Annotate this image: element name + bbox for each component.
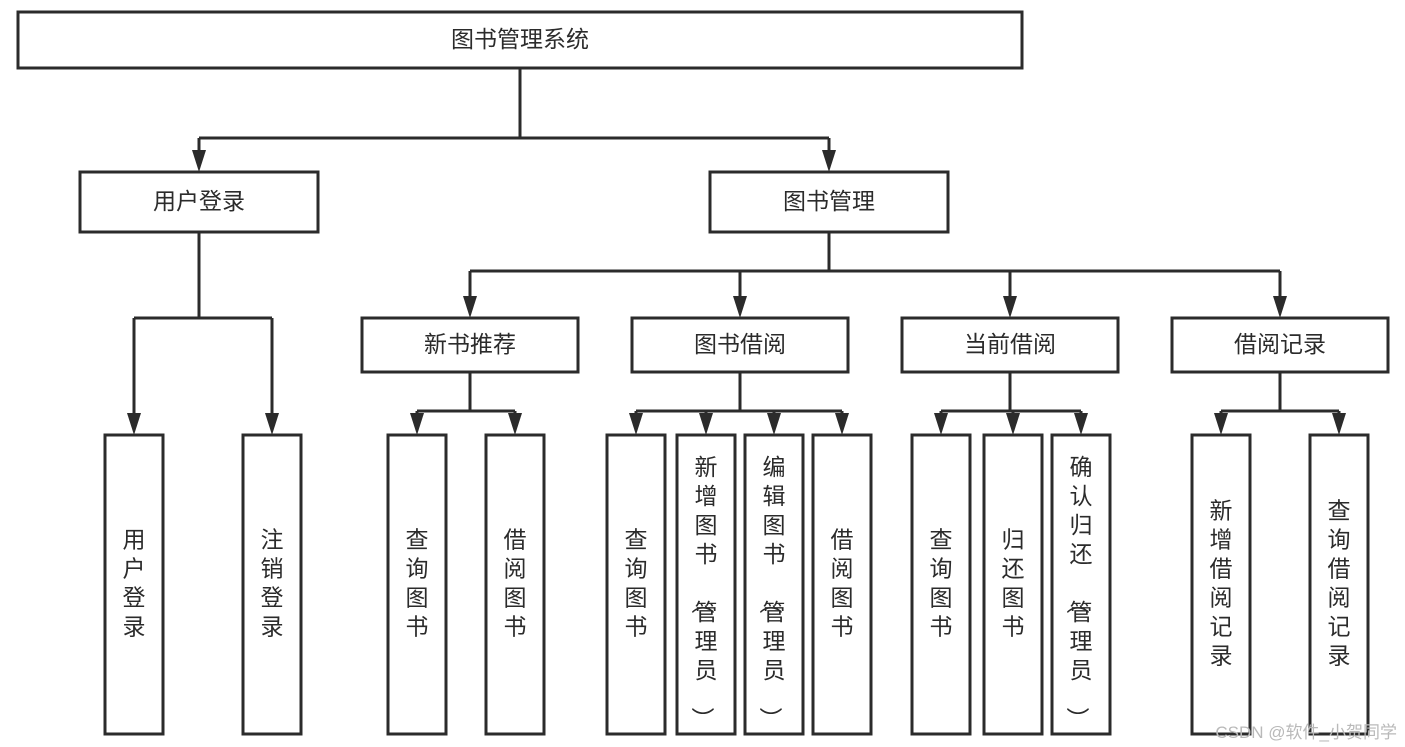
- node-label: 图书管理系统: [451, 26, 589, 52]
- node-book-manage[interactable]: 图书管理: [708, 170, 950, 234]
- node-leaf-user-login[interactable]: 用户登录: [103, 433, 165, 736]
- node-leaf-query-book-cur[interactable]: 查询图书: [910, 433, 972, 736]
- node-new-book-rec[interactable]: 新书推荐: [360, 316, 580, 374]
- node-leaf-add-record[interactable]: 新增借阅记录: [1190, 433, 1252, 736]
- node-label: 查询图书: [406, 527, 429, 640]
- connectors-layer: [127, 68, 1346, 435]
- node-label: 确认归还（管理员）: [1065, 454, 1093, 730]
- node-label: 借阅图书: [504, 527, 527, 640]
- node-label: 图书管理: [783, 188, 875, 214]
- node-leaf-query-book-rec[interactable]: 查询图书: [386, 433, 448, 736]
- node-leaf-query-book-borrow[interactable]: 查询图书: [605, 433, 667, 736]
- csdn-watermark: CSDN @软件_小贺同学: [1215, 723, 1397, 742]
- node-label: 用户登录: [123, 527, 146, 640]
- node-leaf-query-record[interactable]: 查询借阅记录: [1308, 433, 1370, 736]
- node-label: 当前借阅: [964, 331, 1056, 357]
- node-current-borrow[interactable]: 当前借阅: [900, 316, 1120, 374]
- node-root[interactable]: 图书管理系统: [16, 10, 1024, 70]
- node-book-borrow[interactable]: 图书借阅: [630, 316, 850, 374]
- node-label: 新增借阅记录: [1210, 498, 1233, 669]
- node-label: 新书推荐: [424, 331, 516, 357]
- node-user-login[interactable]: 用户登录: [78, 170, 320, 234]
- node-label: 查询图书: [930, 527, 953, 640]
- node-label: 查询图书: [625, 527, 648, 640]
- node-borrow-record[interactable]: 借阅记录: [1170, 316, 1390, 374]
- nodes-layer: 图书管理系统用户登录图书管理新书推荐图书借阅当前借阅借阅记录用户登录注销登录查询…: [16, 10, 1390, 736]
- node-leaf-borrow-book-rec[interactable]: 借阅图书: [484, 433, 546, 736]
- node-label: 新增图书（管理员）: [690, 454, 718, 730]
- node-label: 图书借阅: [694, 331, 786, 357]
- node-leaf-confirm-return[interactable]: 确认归还（管理员）: [1050, 433, 1112, 736]
- node-leaf-edit-book[interactable]: 编辑图书（管理员）: [743, 433, 805, 736]
- node-label: 借阅记录: [1234, 331, 1326, 357]
- node-leaf-borrow-book[interactable]: 借阅图书: [811, 433, 873, 736]
- node-label: 编辑图书（管理员）: [758, 454, 786, 730]
- node-leaf-user-logout[interactable]: 注销登录: [241, 433, 303, 736]
- node-label: 注销登录: [261, 527, 284, 640]
- node-leaf-return-book[interactable]: 归还图书: [982, 433, 1044, 736]
- node-label: 用户登录: [153, 188, 245, 214]
- node-label: 归还图书: [1002, 527, 1025, 640]
- node-label: 借阅图书: [831, 527, 854, 640]
- node-label: 查询借阅记录: [1328, 498, 1351, 669]
- node-leaf-add-book[interactable]: 新增图书（管理员）: [675, 433, 737, 736]
